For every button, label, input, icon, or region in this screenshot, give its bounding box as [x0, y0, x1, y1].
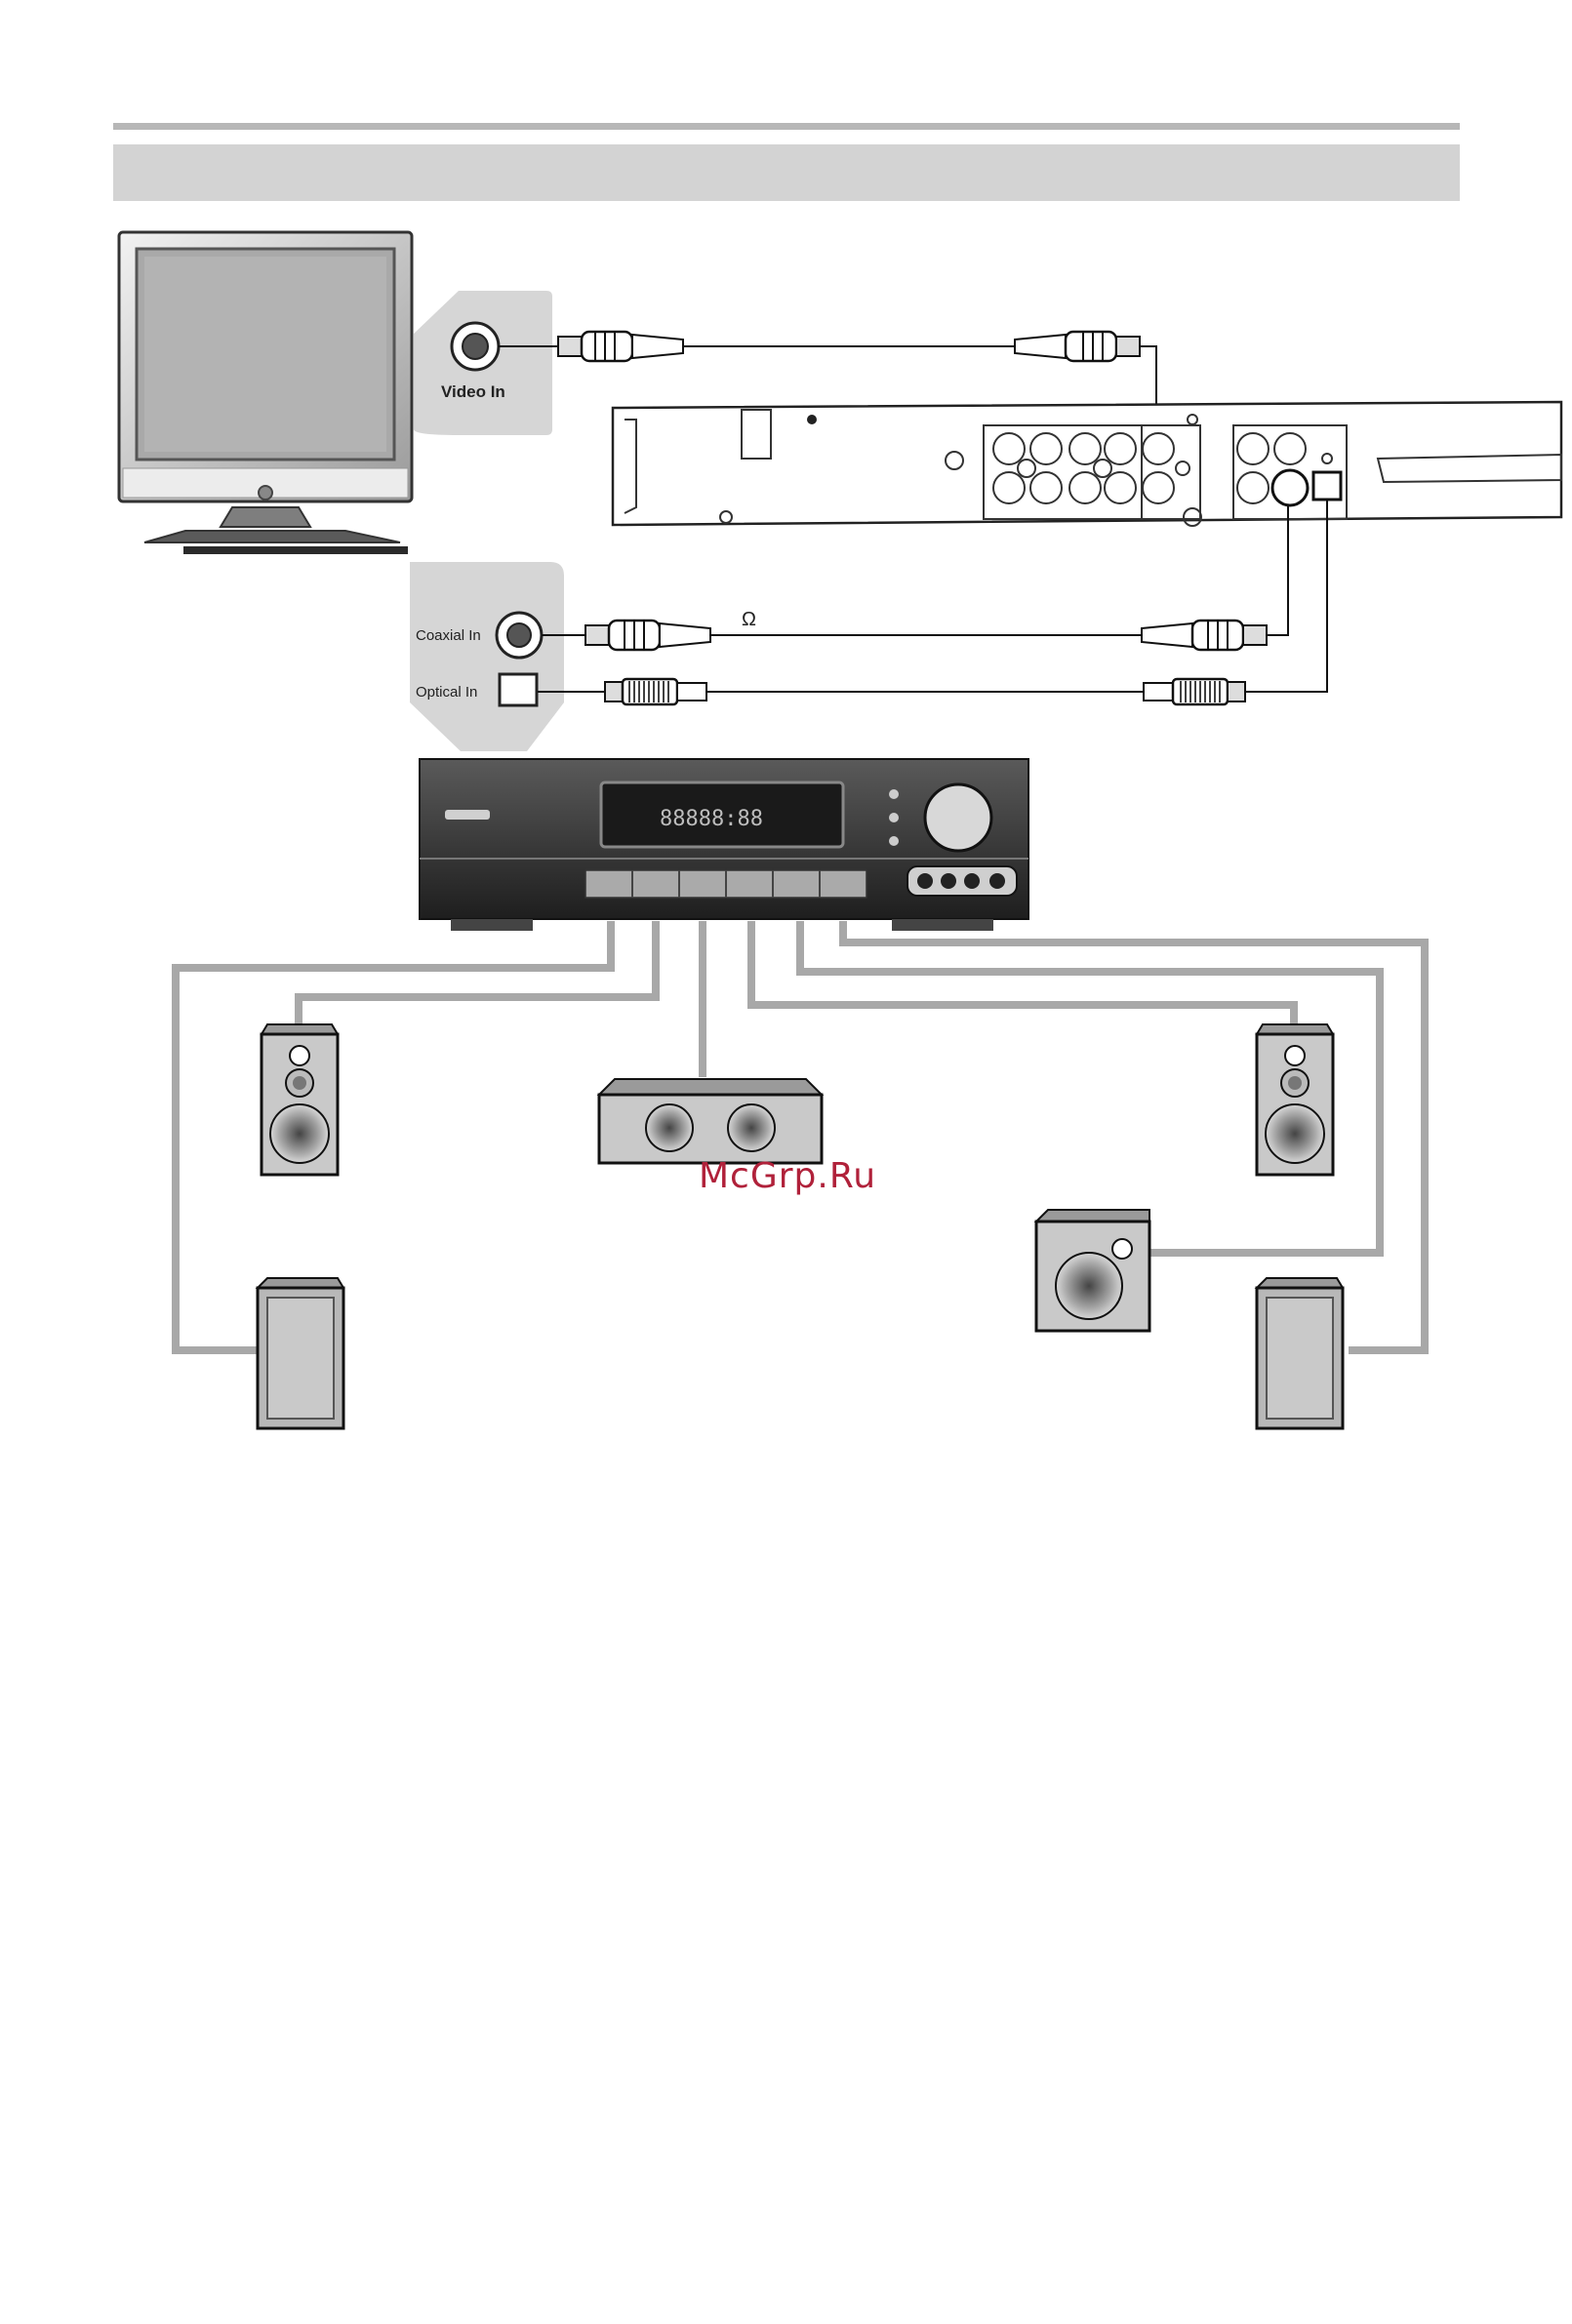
tv-icon — [119, 232, 412, 554]
coaxial-cable: Ω — [542, 505, 1288, 650]
av-receiver-icon: 88888:88 — [420, 759, 1028, 931]
video-in-callout: Video In — [414, 291, 552, 435]
optical-cable — [538, 500, 1327, 704]
watermark: McGrp.Ru — [699, 1156, 876, 1196]
coaxial-in-label: Coaxial In — [416, 627, 481, 644]
dvd-player-rear-panel — [613, 402, 1561, 526]
center-speaker-icon — [599, 1079, 822, 1163]
subwoofer-icon — [1036, 1210, 1149, 1331]
coaxial-optical-callout: Coaxial In Optical In — [410, 562, 564, 751]
optical-in-label: Optical In — [416, 684, 477, 701]
receiver-display-text: 88888:88 — [660, 807, 763, 831]
front-right-speaker-icon — [1257, 1024, 1333, 1175]
surround-left-speaker-icon — [258, 1278, 343, 1428]
surround-right-speaker-icon — [1257, 1278, 1343, 1428]
video-in-label: Video In — [441, 382, 505, 401]
front-left-speaker-icon — [262, 1024, 338, 1175]
ohm-symbol: Ω — [742, 609, 756, 630]
